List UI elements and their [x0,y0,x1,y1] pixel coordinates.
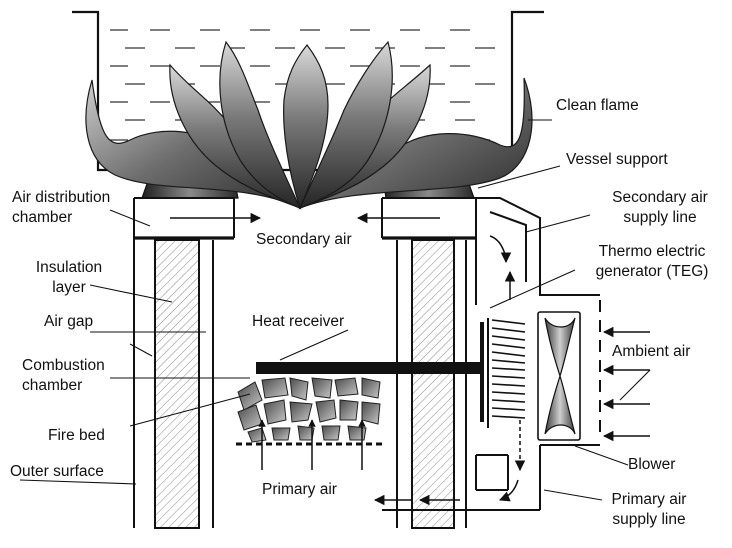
leader-lines [19,119,651,501]
label-heat-receiver: Heat receiver [252,313,345,330]
stove-body [133,197,541,529]
label-ambient-air: Ambient air [612,343,691,360]
fire-bed [237,377,381,443]
label-air-distribution-chamber-line2: chamber [12,209,73,226]
blower-housing [537,294,601,446]
label-primary-air-supply-line-2: supply line [612,511,686,528]
label-air-distribution-chamber-line1: Air distribution [12,189,111,206]
label-insulation-layer-line2: layer [52,279,86,296]
blower [544,317,576,435]
label-vessel-support: Vessel support [566,151,668,168]
label-combustion-chamber-line2: chamber [22,377,83,394]
label-primary-air: Primary air [262,481,337,498]
clean-flame [85,40,533,210]
thermo-electric-generator [480,318,526,428]
label-insulation-layer-line1: Insulation [35,259,103,276]
airflow-arrows [170,212,650,506]
label-secondary-air: Secondary air [256,231,352,248]
heat-receiver [256,362,482,374]
label-secondary-air-supply-line-2: supply line [623,209,697,226]
label-secondary-air-supply-line-1: Secondary air [612,189,708,206]
label-outer-surface: Outer surface [10,463,104,480]
label-teg-line1: Thermo electric [598,243,706,260]
label-clean-flame: Clean flame [556,97,639,114]
label-air-gap: Air gap [44,313,94,330]
label-combustion-chamber-line1: Combustion [22,357,105,374]
label-teg-line2: generator (TEG) [595,263,709,280]
label-blower: Blower [628,456,676,473]
label-primary-air-supply-line-1: Primary air [611,491,687,508]
label-fire-bed: Fire bed [48,427,105,444]
